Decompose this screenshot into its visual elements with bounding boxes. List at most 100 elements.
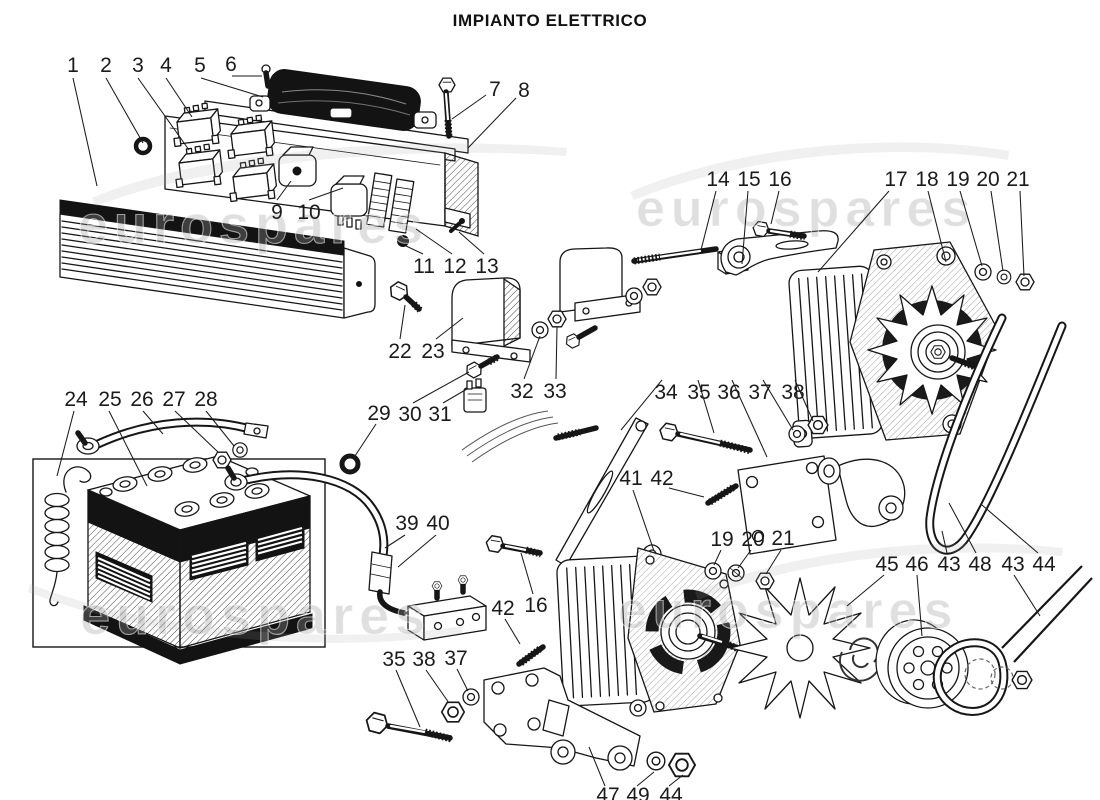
- callout-46: 46: [905, 553, 928, 576]
- mount-bracket: [657, 415, 906, 555]
- wire-sketch: [461, 410, 559, 463]
- washers-top-right: [974, 263, 1035, 291]
- callout-4: 4: [160, 54, 172, 77]
- callout-38: 38: [412, 648, 435, 671]
- callout-12: 12: [443, 255, 466, 278]
- leader-line-31: [442, 388, 468, 404]
- regulator-2: [559, 246, 749, 351]
- leader-line-9: [276, 180, 292, 201]
- leader-line-12: [415, 228, 453, 255]
- callout-43: 43: [937, 553, 960, 576]
- leader-line-1: [72, 77, 98, 187]
- callout-49: 49: [626, 784, 649, 800]
- bolt-16-top: [751, 220, 807, 241]
- leader-line-8: [467, 97, 517, 149]
- main-cover: [59, 199, 376, 319]
- leader-line-46: [916, 574, 923, 637]
- callout-23: 23: [421, 340, 444, 363]
- callout-2: 2: [100, 54, 112, 77]
- watermark-text-0: eurospares: [78, 195, 429, 255]
- watermark-text-2: eurospares: [80, 586, 431, 646]
- bolt-7: [438, 77, 456, 139]
- leader-line-16: [770, 190, 780, 225]
- leader-line-29: [352, 423, 377, 460]
- callout-13: 13: [475, 255, 498, 278]
- stud-14: [631, 246, 719, 265]
- leader-line-40: [397, 534, 437, 568]
- leader-line-45: [846, 574, 885, 607]
- leader-line-47: [588, 746, 606, 787]
- callout-21: 21: [771, 527, 794, 550]
- leader-line-36: [731, 379, 768, 458]
- washer-19-bottom: [704, 562, 722, 580]
- leader-line-21: [1019, 190, 1025, 277]
- leader-line-30: [412, 371, 470, 404]
- nut-38-bottom: [440, 701, 466, 723]
- callout-44: 44: [659, 784, 683, 800]
- stud-42-top: [705, 483, 739, 506]
- callout-16: 16: [524, 594, 547, 617]
- callout-32: 32: [510, 380, 533, 403]
- callout-28: 28: [194, 388, 217, 411]
- washer-49: [646, 751, 666, 771]
- leader-line-18: [927, 190, 947, 263]
- leader-line-38: [425, 669, 450, 704]
- callout-19: 19: [710, 528, 733, 551]
- callout-45: 45: [875, 553, 898, 576]
- leader-line-11: [405, 245, 424, 255]
- leader-line-16: [520, 552, 534, 595]
- leader-line-23: [435, 317, 464, 340]
- nut-38-top: [807, 415, 829, 435]
- callout-37: 37: [444, 647, 467, 670]
- leader-line-33: [555, 326, 558, 380]
- relay-square: [278, 146, 317, 187]
- leader-line-38: [794, 379, 814, 422]
- callout-42: 42: [491, 597, 514, 620]
- callout-6: 6: [225, 53, 237, 76]
- callout-18: 18: [915, 168, 938, 191]
- page-title: IMPIANTO ELETTRICO: [452, 11, 648, 30]
- leader-line-3: [137, 77, 190, 151]
- callout-21: 21: [1006, 168, 1029, 191]
- spring-24: [44, 466, 92, 607]
- fusebox-cover: [249, 69, 437, 131]
- callout-17: 17: [884, 168, 907, 191]
- cable-boot-40: [368, 551, 393, 595]
- leader-line-26: [142, 410, 164, 435]
- battery: [83, 455, 313, 665]
- callout-20: 20: [976, 168, 999, 191]
- callout-10: 10: [297, 201, 320, 224]
- callout-3: 3: [132, 54, 144, 77]
- leader-line-17: [817, 190, 890, 273]
- callout-43: 43: [1001, 553, 1024, 576]
- callout-40: 40: [426, 512, 449, 535]
- leader-line-20: [737, 549, 752, 569]
- leader-line-13: [458, 231, 485, 255]
- callout-24: 24: [64, 388, 88, 411]
- callout-15: 15: [737, 168, 760, 191]
- callout-20: 20: [741, 528, 764, 551]
- leader-line-49: [636, 771, 655, 787]
- callout-14: 14: [706, 168, 730, 191]
- pulley-top: [910, 324, 977, 380]
- watermark-text-1: eurospares: [636, 180, 976, 238]
- pin-13: [449, 218, 465, 233]
- callout-8: 8: [518, 79, 530, 102]
- jumper-cable-26: [75, 417, 269, 455]
- bolt-35-bottom: [363, 710, 453, 743]
- leader-line-43: [941, 530, 948, 554]
- watermark-swoosh: [28, 584, 463, 643]
- voltage-regulator: [386, 277, 531, 363]
- leader-line-21: [765, 549, 782, 575]
- leader-line-27: [174, 410, 219, 453]
- callout-11: 11: [413, 255, 435, 278]
- grommet-2: [133, 136, 153, 156]
- callout-39: 39: [395, 512, 418, 535]
- leader-line-39: [384, 534, 406, 549]
- callout-16: 16: [768, 168, 791, 191]
- washer-32: [531, 321, 549, 339]
- leader-line-35: [395, 669, 421, 728]
- nut-33: [547, 310, 567, 328]
- leader-line-42: [504, 618, 521, 645]
